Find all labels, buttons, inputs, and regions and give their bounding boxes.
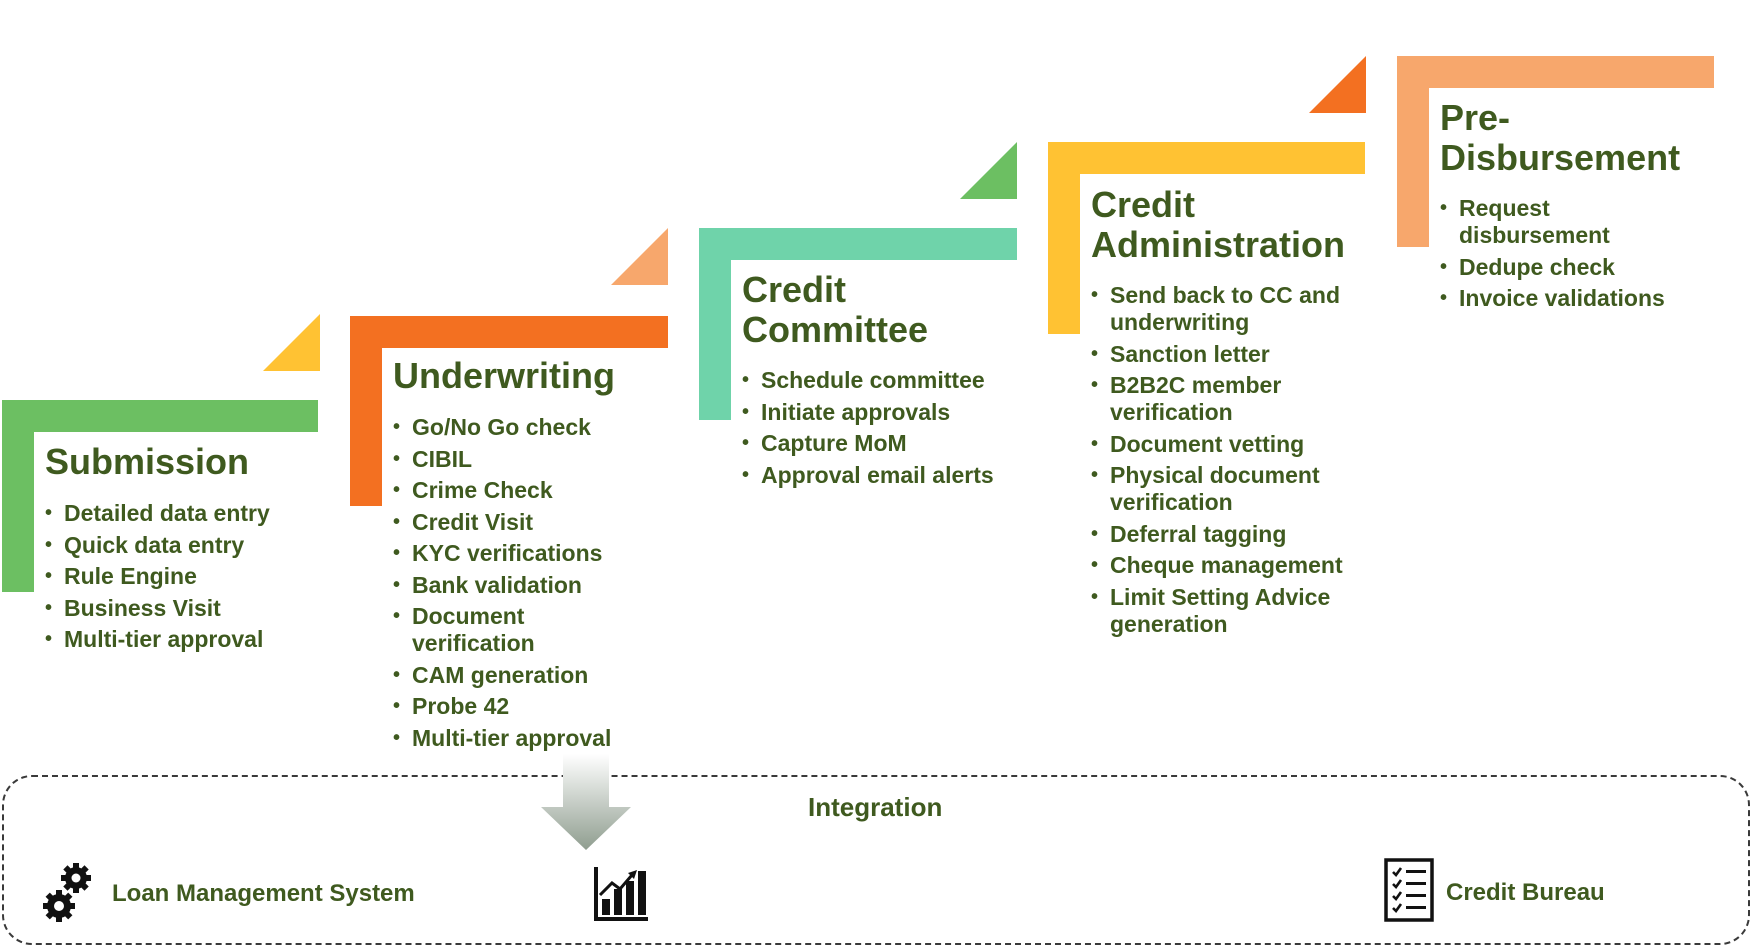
list-item: Multi-tier approval (45, 626, 345, 653)
bar-chart-icon (594, 867, 648, 921)
administration-step-triangle (1309, 56, 1366, 113)
list-item: Bank validation (393, 572, 663, 599)
loan-management-system-label: Loan Management System (112, 880, 415, 907)
pre-disbursement-list: Request disbursement Dedupe check Invoic… (1440, 195, 1730, 317)
list-item: Initiate approvals (742, 399, 1042, 426)
list-item: Send back to CC and underwriting (1091, 282, 1345, 336)
list-item: CAM generation (393, 662, 663, 689)
submission-bracket-top (2, 400, 318, 432)
list-item: Deferral tagging (1091, 521, 1361, 548)
list-item: Business Visit (45, 595, 345, 622)
underwriting-list: Go/No Go check CIBIL Crime Check Credit … (393, 414, 663, 756)
underwriting-bracket-top (350, 316, 668, 348)
list-item: Document vetting (1091, 431, 1361, 458)
list-item: Quick data entry (45, 532, 345, 559)
list-item: CIBIL (393, 446, 663, 473)
underwriting-step-triangle (611, 228, 668, 285)
underwriting-bracket-side (350, 316, 382, 506)
list-item: Cheque management (1091, 552, 1361, 579)
list-item: Crime Check (393, 477, 663, 504)
committee-bracket-top (699, 228, 1017, 260)
list-item: Limit Setting Advice generation (1091, 584, 1355, 638)
list-item: Request disbursement (1440, 195, 1634, 249)
stage-title: Pre-Disbursement (1440, 97, 1681, 178)
administration-bracket-top (1048, 142, 1365, 174)
committee-list: Schedule committee Initiate approvals Ca… (742, 367, 1042, 493)
list-item: Dedupe check (1440, 254, 1730, 281)
gears-icon (43, 863, 91, 922)
administration-list: Send back to CC and underwriting Sanctio… (1091, 282, 1361, 642)
list-item: Schedule committee (742, 367, 1042, 394)
submission-step-triangle (263, 314, 320, 371)
administration-bracket-side (1048, 142, 1080, 334)
integration-title: Integration (808, 792, 943, 822)
list-item: Multi-tier approval (393, 725, 663, 752)
list-item: Rule Engine (45, 563, 345, 590)
committee-bracket-side (699, 228, 731, 420)
list-item: Physical document verification (1091, 462, 1340, 516)
stage-title: Submission (45, 441, 250, 482)
list-item: Go/No Go check (393, 414, 663, 441)
pre-disbursement-bracket-top (1397, 56, 1714, 88)
list-item: Detailed data entry (45, 500, 345, 527)
integration-panel (2, 775, 1750, 945)
pre-disbursement-bracket-side (1397, 56, 1429, 247)
list-item: Document verification (393, 603, 572, 657)
checklist-icon (1384, 858, 1434, 922)
list-item: Capture MoM (742, 430, 1042, 457)
list-item: KYC verifications (393, 540, 663, 567)
list-item: Invoice validations (1440, 285, 1730, 312)
submission-list: Detailed data entry Quick data entry Rul… (45, 500, 345, 658)
list-item: Probe 42 (393, 693, 663, 720)
list-item: Approval email alerts (742, 462, 1042, 489)
list-item: B2B2C member verification (1091, 372, 1310, 426)
committee-step-triangle (960, 142, 1017, 199)
down-arrow-icon (541, 754, 631, 850)
stage-title: Credit Administration (1091, 184, 1346, 265)
credit-bureau-label: Credit Bureau (1446, 879, 1605, 906)
stage-title: Credit Committee (742, 269, 929, 350)
submission-bracket-side (2, 400, 34, 592)
list-item: Credit Visit (393, 509, 663, 536)
stage-title: Underwriting (393, 355, 615, 396)
list-item: Sanction letter (1091, 341, 1361, 368)
